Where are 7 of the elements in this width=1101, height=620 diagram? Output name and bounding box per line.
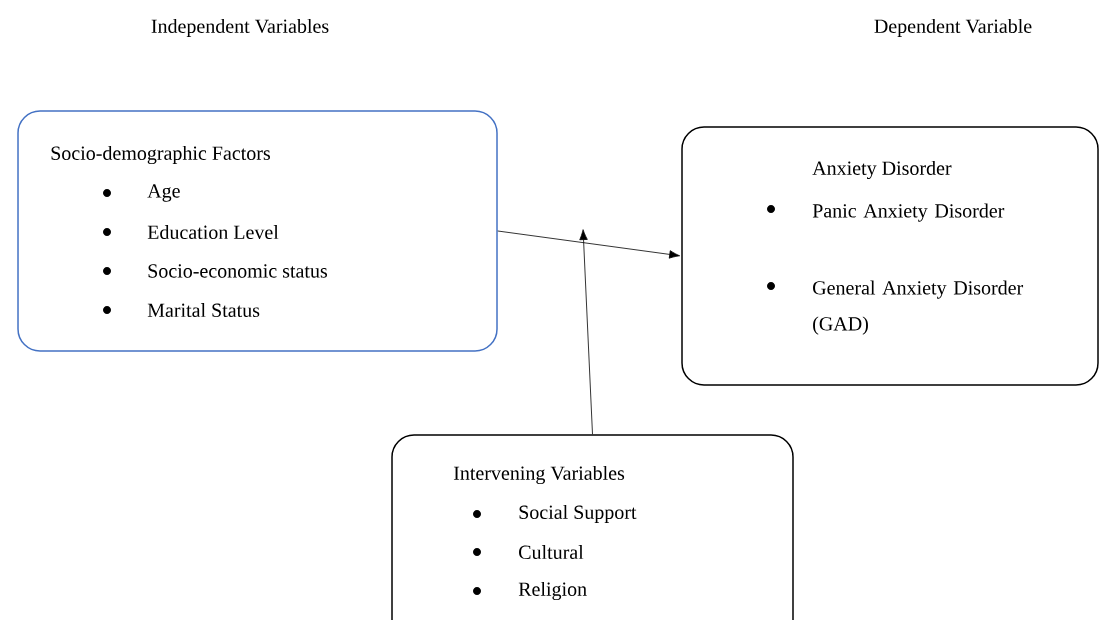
text-box: Anxiety Disorder Panic Anxiety Disorder General Anxiety Disorder (GAD) [681, 126, 1099, 386]
heading-label: Dependent Variable [874, 18, 1032, 38]
text-box: Intervening Variables Social Support Cultural Religion [391, 434, 794, 620]
heading-label: Independent Variables [151, 18, 329, 38]
text-box: Socio-demographic Factors Age Education Level Socio-economic status Marital Status [17, 110, 498, 352]
arrow [497, 230, 680, 259]
arrow [579, 229, 593, 435]
